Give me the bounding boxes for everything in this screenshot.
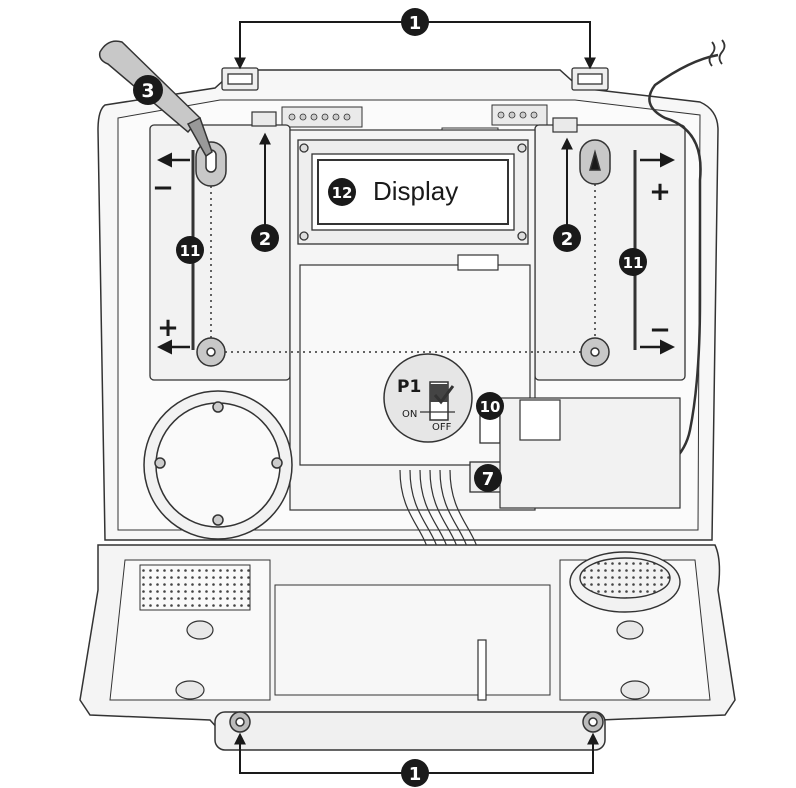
callout-12: 12 (328, 178, 356, 206)
callout-11-right: 11 (619, 248, 647, 276)
callout-7: 7 (474, 464, 502, 492)
svg-text:11: 11 (623, 254, 644, 272)
callout-2-left: 2 (251, 224, 279, 252)
svg-text:1: 1 (409, 13, 422, 34)
callout-11-left: 11 (176, 236, 204, 264)
polarity-left-bottom: + (157, 313, 179, 343)
display-label-group: Display (373, 176, 458, 206)
svg-text:10: 10 (480, 398, 501, 416)
callout-1-top: 1 (401, 8, 429, 36)
base-screws (229, 711, 604, 733)
polarity-right-top: + (649, 177, 671, 207)
jumper-labels: P1 ON OFF (397, 377, 452, 433)
polarity-labels: − + + − (152, 173, 671, 345)
callout-1-bottom: 1 (401, 759, 429, 787)
mounting-holes (195, 139, 611, 367)
callout-10: 10 (476, 392, 504, 420)
callout-3: 3 (133, 75, 163, 105)
jumper-name: P1 (397, 377, 421, 397)
svg-text:12: 12 (332, 184, 353, 202)
speaker-round-right (569, 551, 681, 613)
speaker-grille-left (139, 564, 251, 611)
callouts: 1 1 2 2 3 7 10 11 (133, 8, 647, 787)
alignment-lines (210, 184, 596, 353)
jumper-off-label: OFF (432, 422, 452, 433)
jumper-on-label: ON (402, 409, 417, 420)
polarity-left-top: − (152, 173, 174, 203)
svg-text:7: 7 (482, 469, 495, 490)
polarity-arrows (157, 152, 675, 355)
cable-wiggle-icon (708, 39, 726, 67)
svg-text:1: 1 (409, 764, 422, 785)
right-board (499, 397, 681, 509)
svg-text:11: 11 (180, 242, 201, 260)
svg-text:2: 2 (561, 229, 574, 250)
arrows-2 (259, 132, 573, 225)
buzzer (143, 390, 293, 540)
svg-text:3: 3 (141, 80, 154, 102)
display-label: Display (373, 176, 458, 206)
polarity-right-bottom: − (649, 315, 671, 345)
jumper-magnifier (383, 353, 473, 443)
callout-2-right: 2 (553, 224, 581, 252)
battery-compartment-right (534, 124, 686, 381)
svg-text:2: 2 (259, 229, 272, 250)
